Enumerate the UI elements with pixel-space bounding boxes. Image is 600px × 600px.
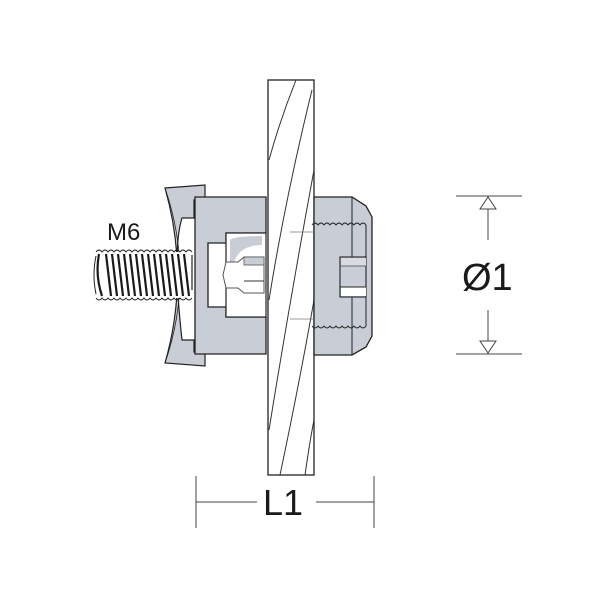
bushing-body	[194, 196, 267, 355]
arrow-down-icon	[479, 340, 497, 354]
cap-nut	[290, 196, 373, 356]
hex-socket	[339, 256, 367, 298]
length-dimension	[195, 476, 375, 528]
thread-size-label: M6	[107, 219, 140, 246]
diameter-label: Ø1	[462, 257, 513, 299]
hex-nut	[222, 256, 265, 294]
glass-hatching	[268, 80, 314, 475]
arrow-up-icon	[479, 196, 497, 210]
threaded-bolt	[93, 249, 195, 301]
glass-panel	[267, 79, 315, 476]
length-label: L1	[263, 482, 303, 523]
diameter-dimension	[456, 195, 522, 355]
thread-helix	[96, 253, 191, 297]
